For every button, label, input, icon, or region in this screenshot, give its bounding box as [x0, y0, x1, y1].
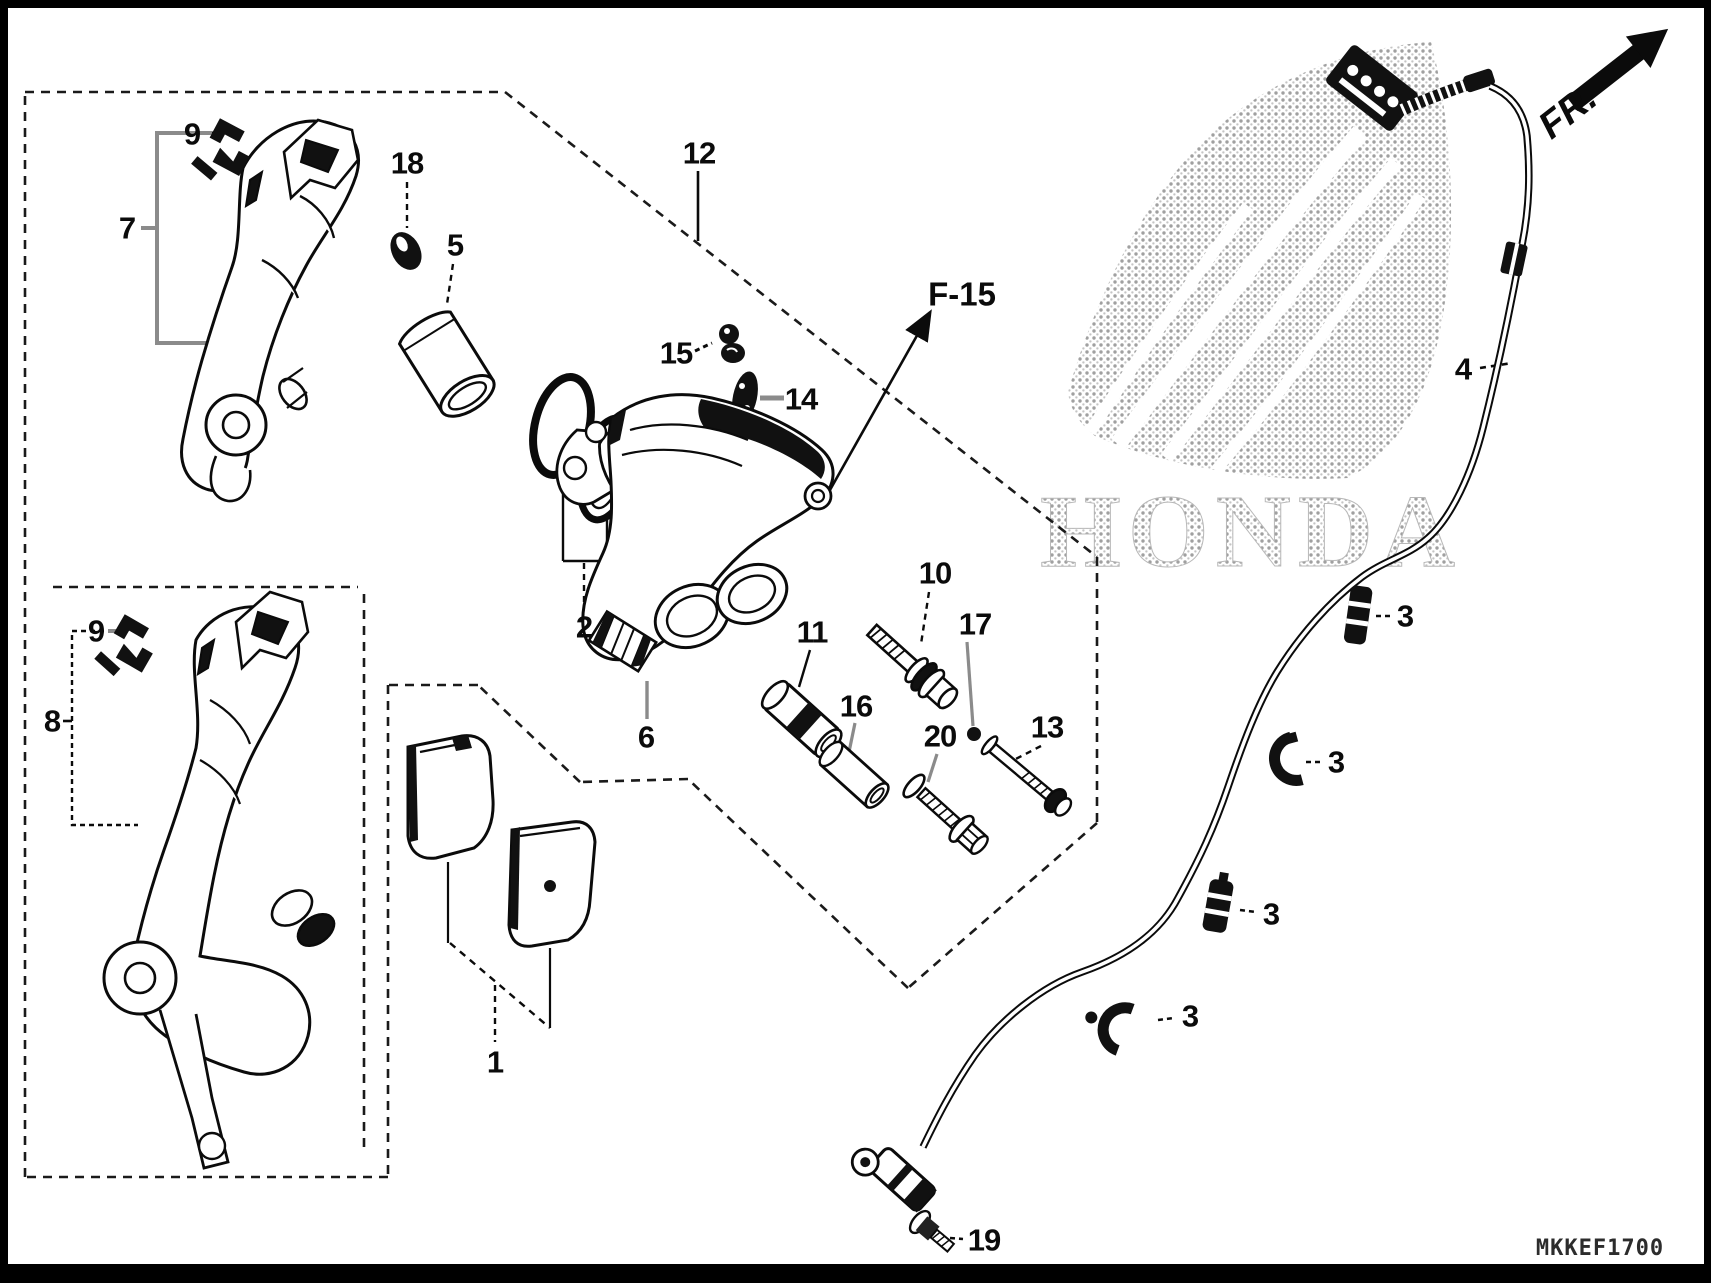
sleeve-drawing — [818, 740, 890, 809]
cable-clip-drawing-b — [1269, 731, 1304, 786]
piston-drawing — [397, 310, 496, 418]
detail-region-boundary — [23, 90, 1099, 1179]
honda-wing-logo-watermark: HONDA — [1040, 42, 1462, 590]
callout-11[interactable]: 11 — [796, 614, 829, 650]
callout-18[interactable]: 18 — [390, 145, 424, 181]
pad-pin-drawing — [980, 735, 1073, 817]
bleeder-drawing — [719, 324, 745, 363]
bracket-7-leader — [155, 131, 218, 345]
mount-bolt-drawing — [902, 773, 989, 855]
pad-spring-drawing — [587, 609, 658, 673]
retainer-clip-drawing — [191, 118, 250, 181]
callout-4[interactable]: 4 — [1454, 351, 1472, 387]
callout-6[interactable]: 6 — [637, 719, 655, 755]
leader-f15 — [824, 309, 932, 498]
cable-clip-drawing-c — [1202, 871, 1234, 933]
caliper-assembly-drawing — [555, 393, 835, 662]
callout-19[interactable]: 19 — [967, 1222, 1001, 1258]
bushing-drawing — [760, 679, 843, 759]
wheel-sensor-drawing — [850, 1147, 937, 1213]
brake-pads-drawing — [406, 734, 597, 948]
leader-5 — [445, 263, 455, 305]
diagram-code: MKKEF1700 — [1535, 1236, 1665, 1261]
abs-sensor-cable-drawing — [850, 45, 1533, 1253]
retainer-clip-drawing-2 — [94, 614, 153, 677]
bracket-7-drawing — [180, 118, 360, 503]
leader-17 — [965, 641, 975, 727]
leader-16 — [847, 722, 857, 753]
fr-arrow-icon — [1566, 28, 1669, 112]
callout-9-a[interactable]: 9 — [183, 116, 201, 152]
honda-text-watermark: HONDA — [1040, 474, 1462, 589]
leader-1-pads — [446, 862, 552, 1028]
pin-boot-drawing — [390, 232, 422, 270]
callout-2[interactable]: 2 — [575, 609, 593, 645]
leader-10 — [919, 591, 931, 645]
leader-20 — [926, 753, 939, 783]
cable-grommet — [1500, 241, 1528, 277]
cable-junction — [1463, 68, 1496, 93]
callout-10[interactable]: 10 — [918, 555, 952, 591]
guide-bolt-drawing — [865, 622, 959, 710]
cable-clip-drawing-a — [1343, 585, 1373, 645]
callout-1[interactable]: 1 — [486, 1044, 504, 1080]
leader-11 — [797, 649, 812, 688]
bracket-8-leader — [70, 629, 138, 827]
cable-clip-drawing-d — [1085, 1002, 1135, 1056]
callout-14[interactable]: 14 — [784, 381, 818, 417]
leader-1-diag — [449, 942, 551, 1029]
leader-3-d — [1157, 1016, 1175, 1022]
leader-lines — [63, 131, 1513, 1241]
leader-19 — [949, 1236, 964, 1241]
callout-3-b[interactable]: 3 — [1327, 744, 1345, 780]
callout-15[interactable]: 15 — [659, 335, 693, 371]
callout-3-c[interactable]: 3 — [1262, 896, 1280, 932]
bracket-8-drawing — [102, 590, 336, 1170]
callout-3-d[interactable]: 3 — [1181, 998, 1199, 1034]
section-ref-f15[interactable]: F-15 — [928, 275, 996, 313]
ball-drawing — [967, 727, 981, 741]
callout-3-a[interactable]: 3 — [1396, 598, 1414, 634]
callout-17[interactable]: 17 — [958, 606, 992, 642]
leader-15 — [694, 341, 713, 353]
connector-drawing — [1326, 45, 1418, 131]
callout-16[interactable]: 16 — [839, 688, 873, 724]
callout-13[interactable]: 13 — [1030, 709, 1064, 745]
callout-7[interactable]: 7 — [118, 210, 136, 246]
callout-8[interactable]: 8 — [43, 703, 61, 739]
callout-9-b[interactable]: 9 — [87, 613, 105, 649]
callout-5[interactable]: 5 — [446, 227, 464, 263]
leader-3-c — [1239, 908, 1257, 914]
callout-12[interactable]: 12 — [682, 135, 716, 171]
callout-20[interactable]: 20 — [923, 718, 957, 754]
sensor-bolt-drawing — [908, 1209, 956, 1253]
